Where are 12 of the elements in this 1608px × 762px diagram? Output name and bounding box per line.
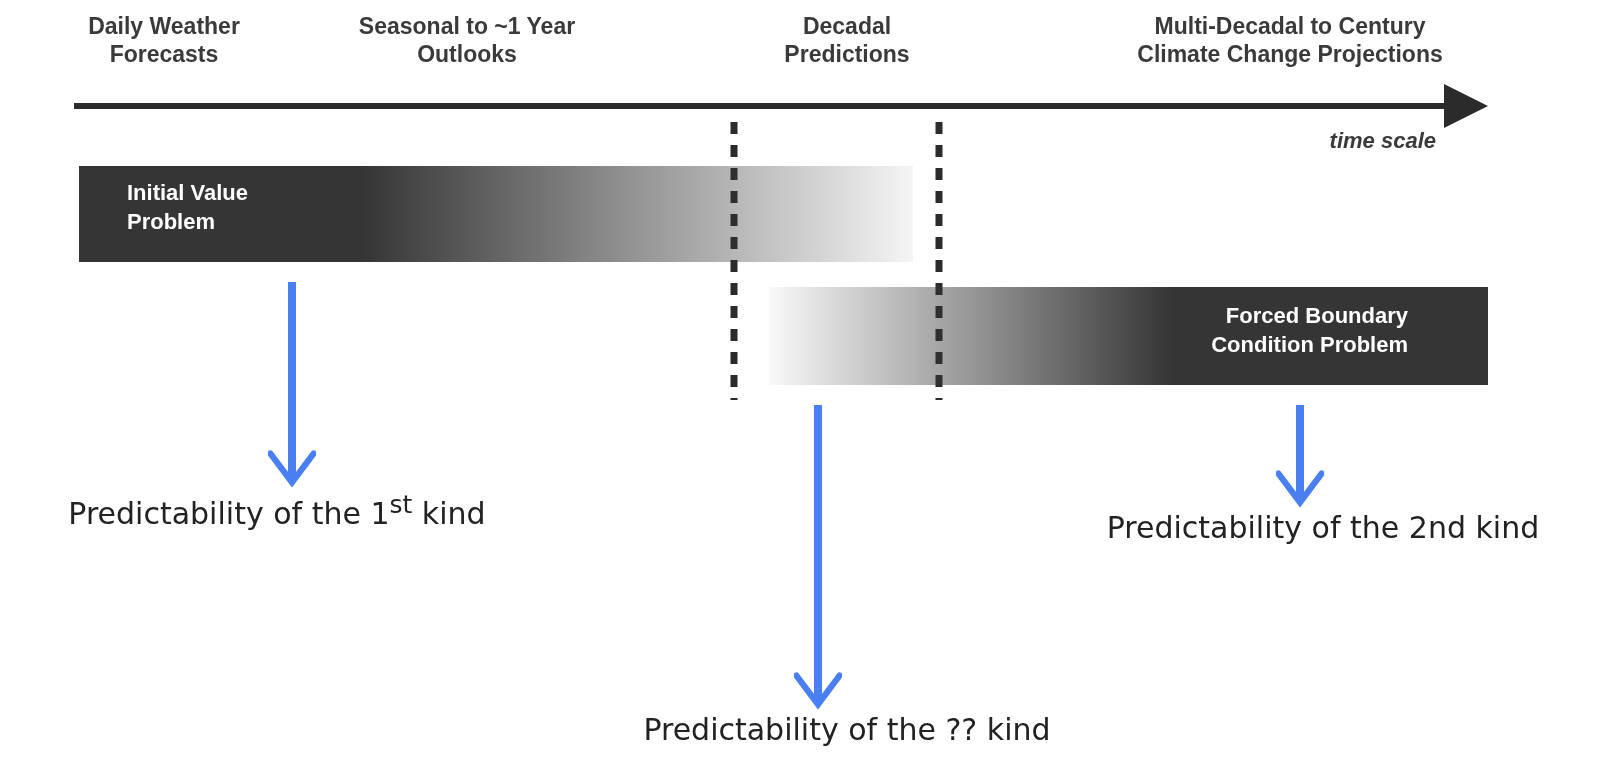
- gradient-bar: [79, 166, 913, 262]
- bar-label: Forced Boundary Condition Problem: [1210, 302, 1408, 359]
- time-scale-heading: Multi-Decadal to Century Climate Change Projections: [1136, 12, 1444, 68]
- predictability-label: Predictability of the ?? kind: [643, 712, 1051, 747]
- gradient-bar: [769, 287, 1488, 385]
- axis-label: time scale: [1329, 128, 1436, 154]
- time-scale-heading: Seasonal to ~1 Year Outlooks: [357, 12, 577, 68]
- predictability-label: Predictability of the 2nd kind: [1106, 510, 1540, 545]
- time-scale-heading: Decadal Predictions: [783, 12, 911, 68]
- bar-label: Initial Value Problem: [127, 179, 250, 236]
- time-scale-heading: Daily Weather Forecasts: [87, 12, 241, 68]
- predictability-label: Predictability of the 1$^{st}$ kind: [68, 490, 486, 531]
